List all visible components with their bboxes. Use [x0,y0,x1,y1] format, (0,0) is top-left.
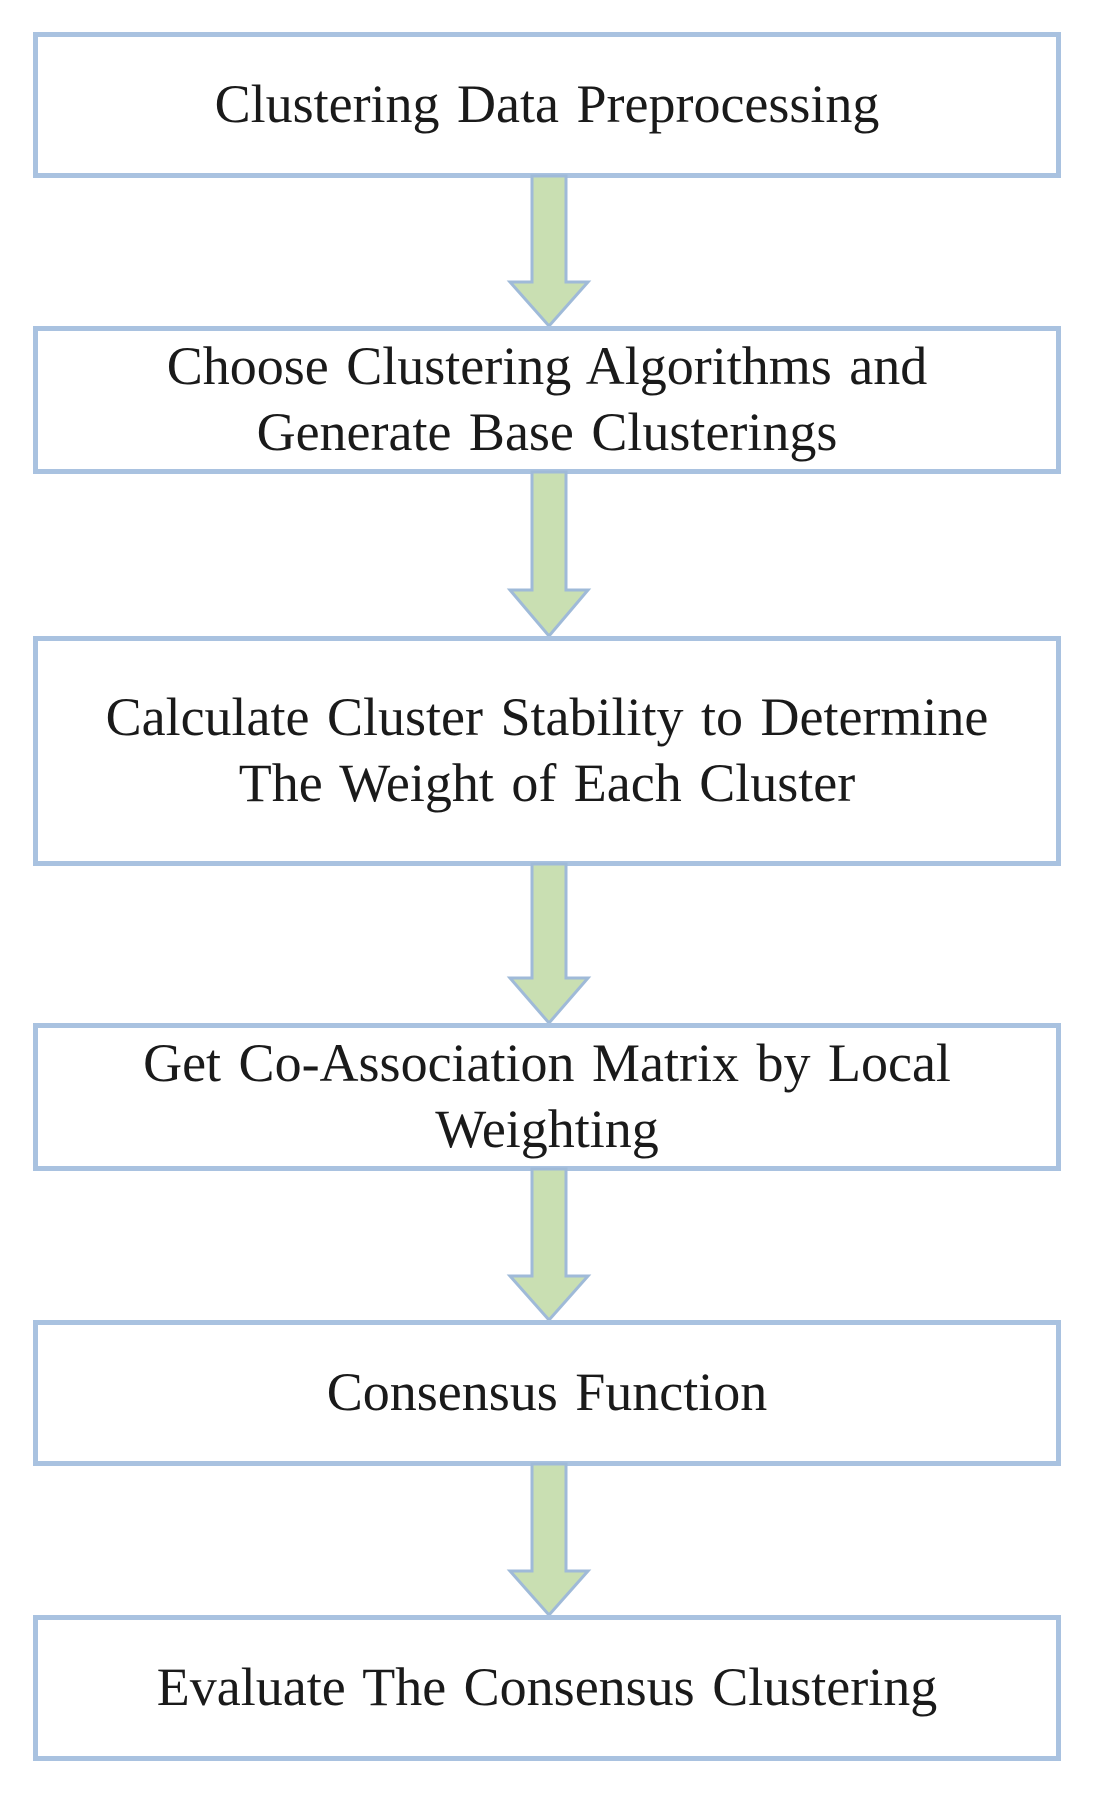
step-label: Get Co-Association Matrix by Local Weigh… [143,1033,951,1159]
step-label: Consensus Function [326,1362,768,1423]
step-box-co-association-matrix: Get Co-Association Matrix by Local Weigh… [33,1023,1061,1171]
step-label: Calculate Cluster Stability to Determine… [105,687,989,813]
down-arrow-icon [506,470,592,639]
step-box-data-preprocessing: Clustering Data Preprocessing [33,32,1061,178]
step-box-evaluate-clustering: Evaluate The Consensus Clustering [33,1615,1061,1761]
down-arrow-icon [506,862,592,1026]
step-box-choose-algorithms: Choose Clustering Algorithms and Generat… [33,326,1061,474]
step-box-consensus-function: Consensus Function [33,1320,1061,1466]
step-label: Evaluate The Consensus Clustering [156,1657,938,1718]
down-arrow-icon [506,1167,592,1323]
step-label: Clustering Data Preprocessing [214,74,880,135]
step-box-cluster-stability: Calculate Cluster Stability to Determine… [33,636,1061,866]
down-arrow-icon [506,1462,592,1618]
step-label: Choose Clustering Algorithms and Generat… [166,336,928,462]
down-arrow-icon [506,174,592,329]
